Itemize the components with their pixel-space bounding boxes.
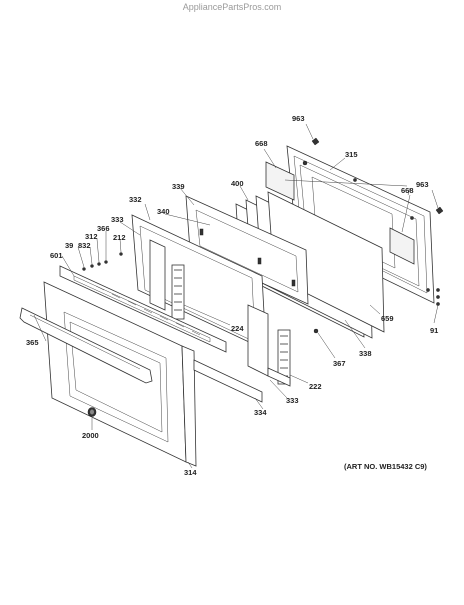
callout-339: 339 — [172, 182, 185, 191]
hardware-366 — [104, 260, 108, 264]
logo-badge — [87, 407, 97, 417]
callout-832: 832 — [78, 241, 91, 250]
inner-door-panel — [286, 145, 435, 304]
callout-338: 338 — [359, 349, 372, 358]
callout-332: 332 — [129, 195, 142, 204]
bottom-trim — [193, 359, 263, 403]
callout-315: 315 — [345, 150, 358, 159]
hardware-832 — [90, 264, 94, 268]
hinge-left — [171, 264, 185, 320]
callout-314: 314 — [184, 468, 197, 477]
callout-2000: 2000 — [82, 431, 99, 440]
callout-963-top: 963 — [292, 114, 305, 123]
callout-367: 367 — [333, 359, 346, 368]
art-number: (ART NO. WB15432 C9) — [344, 462, 427, 471]
side-panel-right — [247, 304, 269, 377]
callout-333-bottom: 333 — [286, 396, 299, 405]
callout-659: 659 — [381, 314, 394, 323]
door-handle — [19, 307, 153, 384]
leader-lines — [33, 123, 439, 469]
insulation-pad-right — [389, 227, 415, 265]
side-panel-left — [149, 239, 166, 311]
clip-367 — [313, 328, 319, 334]
window-pack-frame — [185, 195, 309, 305]
hardware-39 — [82, 267, 86, 271]
door-spacer-333 — [267, 367, 291, 387]
callout-963-right: 963 — [416, 180, 429, 189]
callout-340: 340 — [157, 207, 170, 216]
vent-trim — [59, 265, 227, 353]
callout-366: 366 — [97, 224, 110, 233]
screw-963-right — [435, 206, 444, 215]
hardware-312 — [97, 262, 101, 266]
callout-333-top: 333 — [111, 215, 124, 224]
callout-365: 365 — [26, 338, 39, 347]
callout-212: 212 — [113, 233, 126, 242]
screw-963-top — [311, 137, 320, 146]
hardware-212 — [119, 252, 123, 256]
callout-224: 224 — [231, 324, 244, 333]
callout-222: 222 — [309, 382, 322, 391]
screws-91 — [436, 288, 440, 306]
hinge-right — [277, 329, 291, 385]
outer-door-panel — [43, 281, 197, 467]
callout-312: 312 — [85, 232, 98, 241]
insulation-pad-left — [265, 161, 295, 201]
callout-668-right: 668 — [401, 186, 414, 195]
callout-334: 334 — [254, 408, 267, 417]
watermark: AppliancePartsPros.com — [182, 2, 282, 12]
callout-668-left: 668 — [255, 139, 268, 148]
callout-39: 39 — [65, 241, 73, 250]
callout-601: 601 — [50, 251, 63, 260]
callout-400: 400 — [231, 179, 244, 188]
callout-91: 91 — [430, 326, 438, 335]
